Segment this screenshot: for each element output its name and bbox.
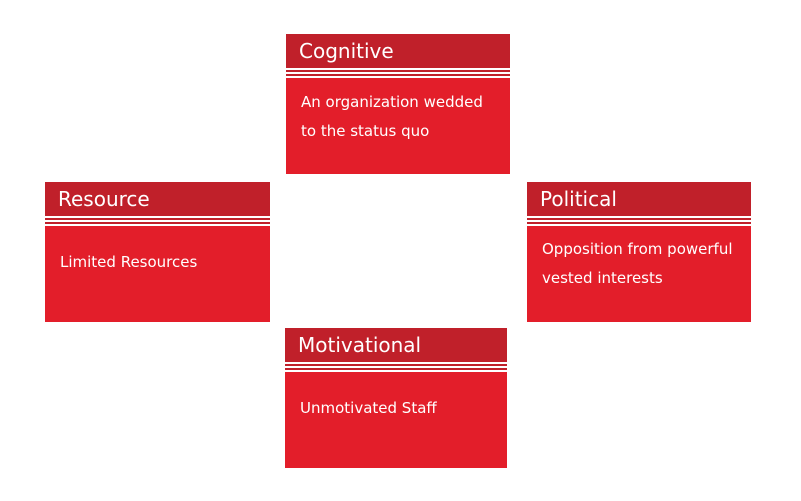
block-title: Resource bbox=[45, 182, 270, 216]
divider bbox=[285, 368, 507, 370]
block-text: Unmotivated Staff bbox=[285, 372, 507, 468]
block-text: Opposition from powerful vested interest… bbox=[527, 226, 751, 322]
block-political: Political Opposition from powerful veste… bbox=[527, 182, 751, 322]
divider bbox=[286, 74, 510, 76]
divider bbox=[45, 218, 270, 220]
divider bbox=[286, 70, 510, 72]
block-title: Motivational bbox=[285, 328, 507, 362]
divider bbox=[285, 364, 507, 366]
divider bbox=[527, 218, 751, 220]
block-cognitive: Cognitive An organization wedded to the … bbox=[286, 34, 510, 174]
divider bbox=[45, 222, 270, 224]
block-title: Cognitive bbox=[286, 34, 510, 68]
block-text: Limited Resources bbox=[45, 226, 270, 322]
block-motivational: Motivational Unmotivated Staff bbox=[285, 328, 507, 468]
block-title: Political bbox=[527, 182, 751, 216]
divider bbox=[527, 222, 751, 224]
block-text: An organization wedded to the status quo bbox=[286, 78, 510, 174]
block-resource: Resource Limited Resources bbox=[45, 182, 270, 322]
